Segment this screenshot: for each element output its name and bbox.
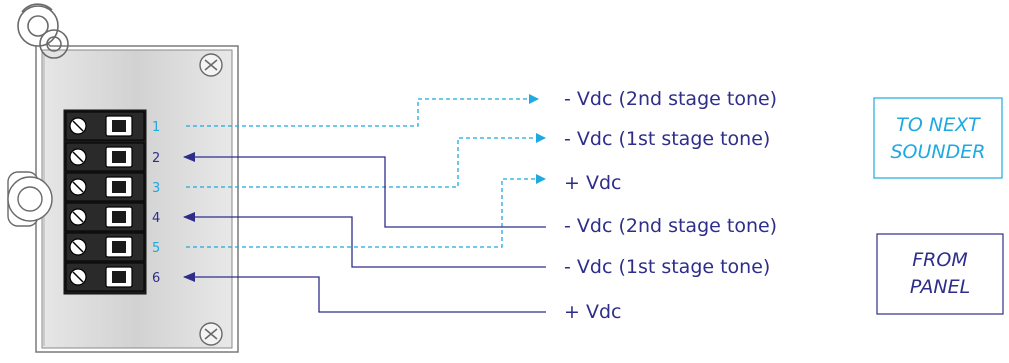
terminal-number-2: 2 <box>152 151 160 166</box>
side-knob-icon <box>7 171 53 227</box>
from-label: FROM <box>912 249 967 271</box>
terminal-1 <box>65 111 145 141</box>
output-label-3: + Vdc <box>564 172 621 194</box>
terminal-4 <box>65 202 145 232</box>
output-wire-3 <box>186 174 546 248</box>
terminal-3 <box>65 172 145 202</box>
from-panel-box: FROM PANEL <box>876 233 1004 315</box>
to-next-sounder-box: TO NEXT SOUNDER <box>873 97 1003 179</box>
input-label-2: - Vdc (1st stage tone) <box>564 256 770 278</box>
terminal-number-5: 5 <box>152 241 160 256</box>
terminal-number-1: 1 <box>152 120 160 135</box>
input-wire-3 <box>183 272 546 313</box>
input-label-3: + Vdc <box>564 301 621 323</box>
output-label-2: - Vdc (1st stage tone) <box>564 128 770 150</box>
terminal-5 <box>65 232 145 262</box>
output-wire-1 <box>186 94 539 127</box>
output-wire-2 <box>186 133 546 188</box>
screw-bottom-icon <box>199 322 223 346</box>
input-label-1: - Vdc (2nd stage tone) <box>564 215 777 237</box>
terminal-6 <box>65 262 145 292</box>
terminal-2 <box>65 142 145 172</box>
output-label-1: - Vdc (2nd stage tone) <box>564 88 777 110</box>
screw-top-icon <box>199 53 223 77</box>
terminal-number-4: 4 <box>152 211 160 226</box>
terminal-number-6: 6 <box>152 271 160 286</box>
panel-label: PANEL <box>910 276 970 298</box>
input-wire-1 <box>183 152 546 228</box>
input-wire-2 <box>183 212 546 268</box>
terminal-number-3: 3 <box>152 181 160 196</box>
ring-clip-icon <box>17 3 69 59</box>
to-next-label: TO NEXT <box>896 114 981 136</box>
sounder-label: SOUNDER <box>891 141 986 163</box>
